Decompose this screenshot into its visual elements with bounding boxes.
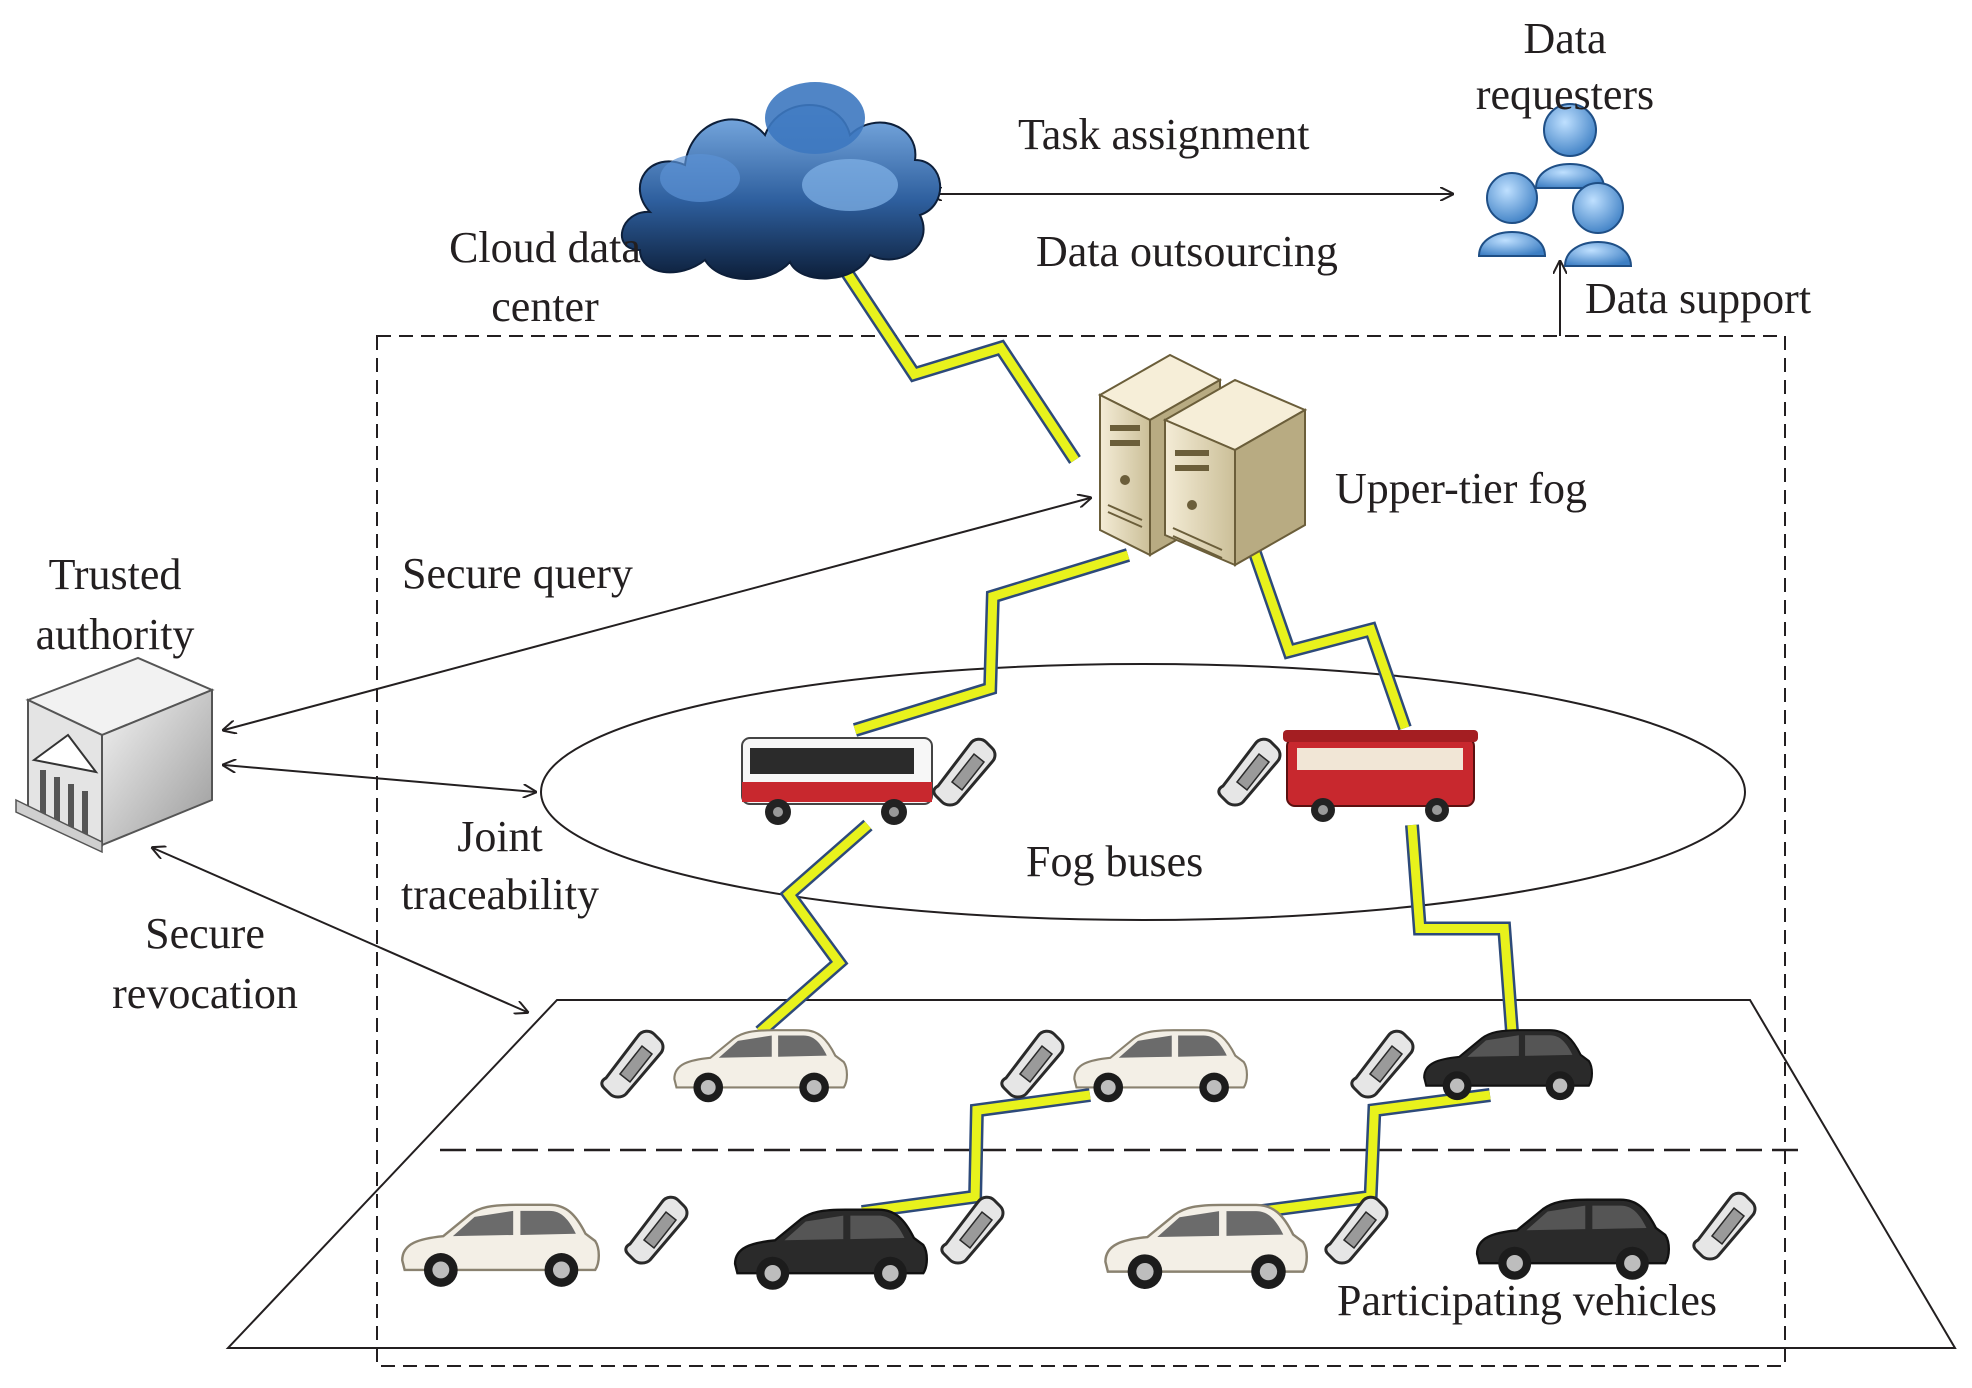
requesters-label-line2: requesters (1475, 70, 1655, 119)
server-icon (1097, 353, 1308, 567)
upper-tier-fog-label: Upper-tier fog (1335, 464, 1588, 513)
cloud-label-line2: center (491, 282, 599, 331)
bus-icon (741, 737, 933, 825)
building-icon (15, 656, 215, 854)
joint-traceability-arrow (224, 765, 535, 792)
car-icon (1423, 1029, 1593, 1101)
trusted-label-line2: authority (35, 610, 195, 659)
secure-query-label: Secure query (402, 549, 633, 598)
bus-icon (1283, 730, 1478, 822)
car-icon (1475, 1198, 1670, 1280)
secure-query-arrow (224, 498, 1090, 730)
phone-icon (1000, 1029, 1065, 1099)
lightning-icon (755, 819, 873, 1038)
cloud-icon (621, 82, 942, 280)
lightning-icon (861, 1088, 1091, 1219)
participating-vehicles-label: Participating vehicles (1337, 1276, 1717, 1325)
phone-icon (1217, 737, 1282, 807)
fog-buses-label: Fog buses (1026, 837, 1204, 886)
joint-label-line2: traceability (401, 870, 599, 919)
phone-icon (600, 1029, 665, 1099)
phone-icon (940, 1195, 1005, 1265)
lightning-icon (1405, 824, 1519, 1033)
requesters-label-line1: Data (1523, 14, 1607, 63)
phone-icon (932, 737, 997, 807)
cloud-label-line1: Cloud data (449, 223, 641, 272)
lightning-icon (852, 548, 1131, 737)
phone-icon (1350, 1029, 1415, 1099)
lightning-icon (1254, 1088, 1491, 1219)
phone-icon (1692, 1191, 1757, 1261)
car-icon (733, 1208, 928, 1290)
car-icon (401, 1203, 600, 1287)
data-outsourcing-label: Data outsourcing (1036, 227, 1338, 276)
trusted-label-line1: Trusted (48, 550, 182, 599)
car-icon (1073, 1029, 1248, 1103)
data-support-label: Data support (1585, 274, 1812, 323)
vehicle-plane (225, 999, 1957, 1349)
lightning-icon (1248, 550, 1412, 731)
phone-icon (1324, 1195, 1389, 1265)
secure-revocation-arrow (153, 848, 527, 1012)
secure-revocation-label-line1: Secure (145, 909, 265, 958)
car-icon (1104, 1203, 1308, 1289)
joint-label-line1: Joint (457, 812, 543, 861)
task-assignment-label: Task assignment (1018, 110, 1310, 159)
people-icon (1477, 103, 1633, 267)
secure-revocation-label-line2: revocation (112, 969, 298, 1018)
phone-icon (624, 1195, 689, 1265)
lightning-icon (834, 258, 1081, 464)
fog-buses-ellipse (540, 663, 1746, 921)
car-icon (673, 1029, 848, 1103)
